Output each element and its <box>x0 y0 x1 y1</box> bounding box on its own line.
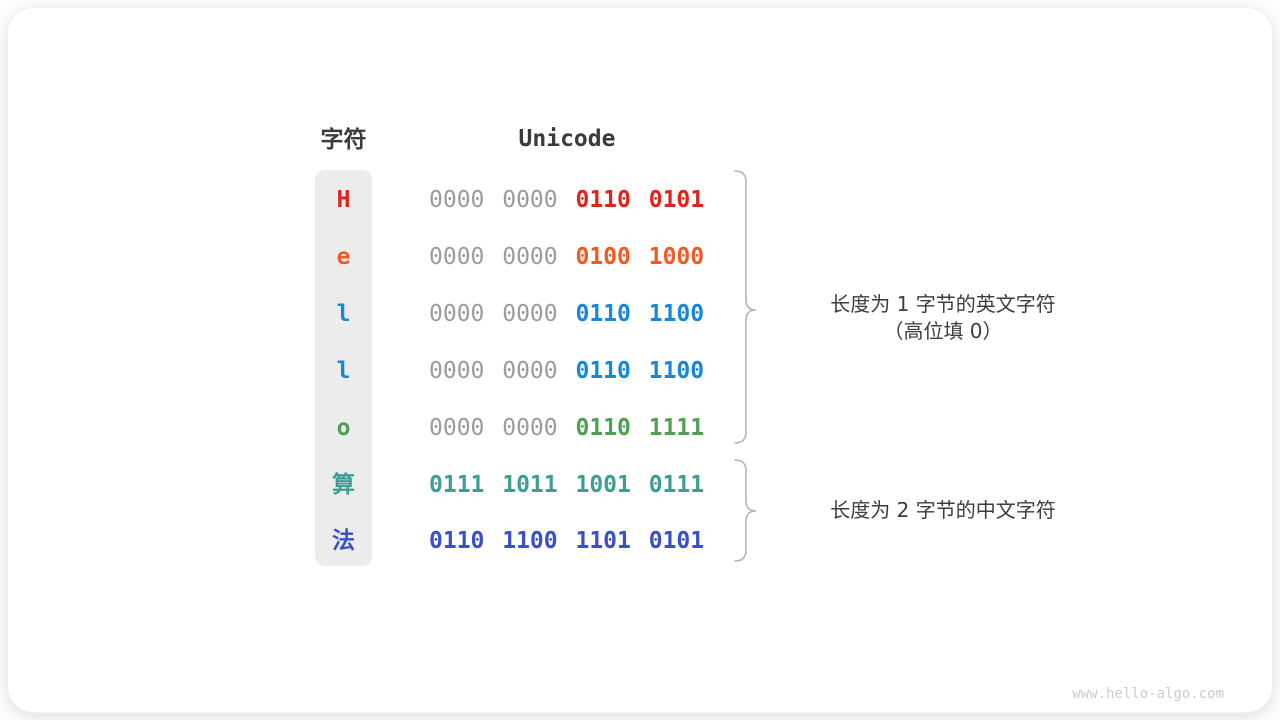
unicode-bits: 0110 1100 1101 0101 <box>429 527 704 555</box>
unicode-bits: 0000 0000 0110 1111 <box>429 414 704 442</box>
code-bits: 0111 1011 1001 0111 <box>429 472 705 498</box>
annotation-line: 长度为 2 字节的中文字符 <box>830 498 1056 522</box>
table-row: l 0000 0000 0110 1100 <box>8 357 1280 385</box>
padding-bits: 0000 0000 <box>429 187 576 213</box>
unicode-bits: 0000 0000 0110 1100 <box>429 300 704 328</box>
unicode-bits: 0000 0000 0110 1100 <box>429 357 704 385</box>
code-bits: 0110 1100 1101 0101 <box>429 528 705 554</box>
code-bits: 0110 0101 <box>575 187 705 213</box>
table-row: 算 0111 1011 1001 0111 <box>8 471 1280 499</box>
char-cell: 法 <box>332 528 355 554</box>
table-row: 法 0110 1100 1101 0101 <box>8 527 1280 555</box>
annotation-line: 长度为 1 字节的英文字符 <box>830 292 1056 316</box>
table-row: e 0000 0000 0100 1000 <box>8 243 1280 271</box>
column-header-char: 字符 <box>320 126 367 152</box>
char-cell: l <box>336 301 351 327</box>
table-row: l 0000 0000 0110 1100 <box>8 300 1280 328</box>
code-bits: 0110 1100 <box>575 301 705 327</box>
annotation-chinese-chars: 长度为 2 字节的中文字符 <box>778 497 1108 524</box>
table-row: H 0000 0000 0110 0101 <box>8 186 1280 214</box>
padding-bits: 0000 0000 <box>429 301 576 327</box>
char-cell: e <box>336 244 351 270</box>
char-cell: o <box>336 415 351 441</box>
padding-bits: 0000 0000 <box>429 358 576 384</box>
annotation-line: （高位填 0） <box>883 319 1003 343</box>
unicode-bits: 0000 0000 0110 0101 <box>429 186 704 214</box>
char-cell: H <box>336 187 351 213</box>
unicode-bits: 0000 0000 0100 1000 <box>429 243 704 271</box>
brace-english-group <box>734 170 757 444</box>
code-bits: 0110 1100 <box>575 358 705 384</box>
char-column-background <box>315 170 372 566</box>
code-bits: 0100 1000 <box>575 244 705 270</box>
table-row: o 0000 0000 0110 1111 <box>8 414 1280 442</box>
watermark-url: www.hello-algo.com <box>1072 686 1224 702</box>
code-bits: 0110 1111 <box>575 415 705 441</box>
column-header-unicode: Unicode <box>518 126 616 152</box>
padding-bits: 0000 0000 <box>429 415 576 441</box>
char-cell: l <box>336 358 351 384</box>
padding-bits: 0000 0000 <box>429 244 576 270</box>
diagram-card: 字符 Unicode H 0000 0000 0110 0101 e 0000 … <box>8 8 1272 712</box>
brace-chinese-group <box>734 459 757 562</box>
char-cell: 算 <box>332 472 355 498</box>
annotation-english-chars: 长度为 1 字节的英文字符 （高位填 0） <box>778 291 1108 345</box>
unicode-bits: 0111 1011 1001 0111 <box>429 471 704 499</box>
